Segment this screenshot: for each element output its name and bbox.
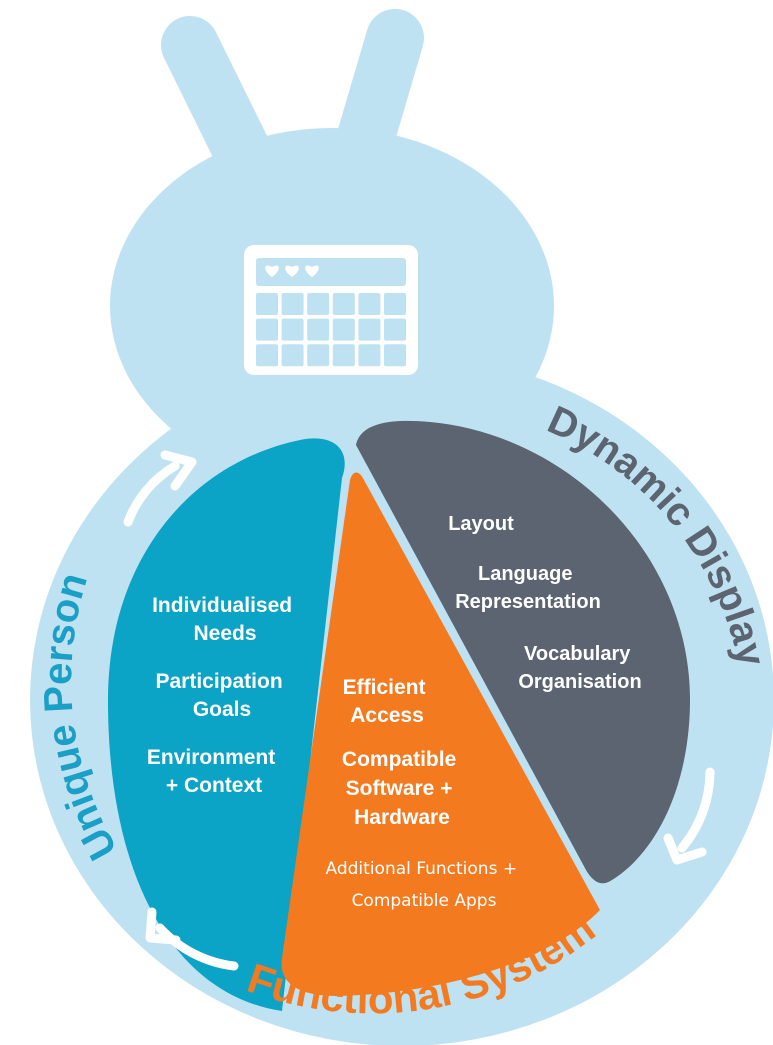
device-grid-cell — [332, 318, 355, 341]
device-grid-cell — [384, 344, 406, 367]
layout-item: Layout — [448, 513, 514, 535]
context-item-line-2: + Context — [166, 774, 262, 797]
heart-icon — [285, 265, 299, 277]
svg-text:Layout: Layout — [448, 513, 514, 535]
device-grid-cell — [384, 293, 406, 315]
svg-text:Environment + Context: Environment + Context — [147, 746, 281, 797]
device-grid-cell — [256, 344, 278, 367]
svg-text:Individualised Needs: Individualised Needs — [152, 594, 298, 645]
svg-text:Efficient Access: Efficient Access — [343, 676, 432, 727]
access-item-line-1: Efficient — [343, 676, 426, 699]
svg-text:Additional Functions + C: Additional Functions + Compatible Apps — [326, 859, 523, 911]
vocabulary-item-line-1: Vocabulary — [524, 643, 631, 665]
vocabulary-item-line-2: Organisation — [518, 671, 641, 693]
hearts-row — [265, 265, 319, 277]
bottom-left-arrow-icon — [145, 907, 239, 971]
software-item-line-1: Compatible — [342, 748, 456, 771]
language-item-line-2: Representation — [455, 591, 601, 613]
device-grid-cell — [307, 344, 330, 367]
software-item-line-2: Software + — [346, 777, 453, 800]
device-grid-cell — [358, 293, 381, 315]
right-arrow-icon — [663, 767, 715, 865]
needs-item-line-1: Individualised — [152, 594, 292, 617]
device-grid-cell — [358, 318, 381, 341]
device-grid-cell — [384, 318, 406, 341]
heart-icon — [265, 265, 279, 277]
dynamic-display-items: Layout Language Representation Vocabular… — [448, 513, 641, 693]
language-item-line-1: Language — [478, 563, 572, 585]
device-grid-cell — [281, 318, 304, 341]
functional-system-items: Efficient Access Compatible Software + H… — [326, 676, 523, 911]
device-grid-cell — [358, 344, 381, 367]
device-grid-cell — [332, 293, 355, 315]
goals-item-line-2: Goals — [193, 698, 251, 721]
device-grid-cell — [281, 293, 304, 315]
top-left-arrow-icon — [123, 450, 197, 527]
context-item-line-1: Environment — [147, 746, 275, 769]
needs-item-line-2: Needs — [193, 622, 256, 645]
software-item-line-3: Hardware — [354, 806, 450, 829]
device-grid-cell — [307, 293, 330, 315]
svg-text:Compatible Software +: Compatible Software + Hardware — [342, 748, 462, 829]
functional-system-segment — [281, 472, 600, 996]
unique-person-items: Individualised Needs Participation Goals… — [147, 594, 298, 797]
dynamic-display-segment — [356, 420, 690, 884]
svg-text:Language Representation: Language Representation — [455, 563, 601, 613]
unique-person-segment — [108, 438, 345, 1011]
device-grid-cell — [256, 293, 278, 315]
goals-item-line-1: Participation — [155, 670, 282, 693]
device-grid-cell — [332, 344, 355, 367]
device-grid-cell — [256, 318, 278, 341]
device-grid-cell — [307, 318, 330, 341]
apps-item-line-2: Compatible Apps — [352, 891, 497, 911]
device-button-grid — [256, 293, 406, 367]
heart-icon — [305, 265, 319, 277]
aac-device-grid-icon — [244, 245, 418, 375]
cycle-arrows — [123, 450, 715, 971]
svg-text:Vocabulary Organisation: Vocabulary Organisation — [518, 643, 641, 693]
svg-text:Participation Goals: Participation Goals — [155, 670, 288, 721]
apps-item-line-1: Additional Functions + — [326, 859, 518, 879]
device-grid-cell — [281, 344, 304, 367]
access-item-line-2: Access — [350, 704, 424, 727]
